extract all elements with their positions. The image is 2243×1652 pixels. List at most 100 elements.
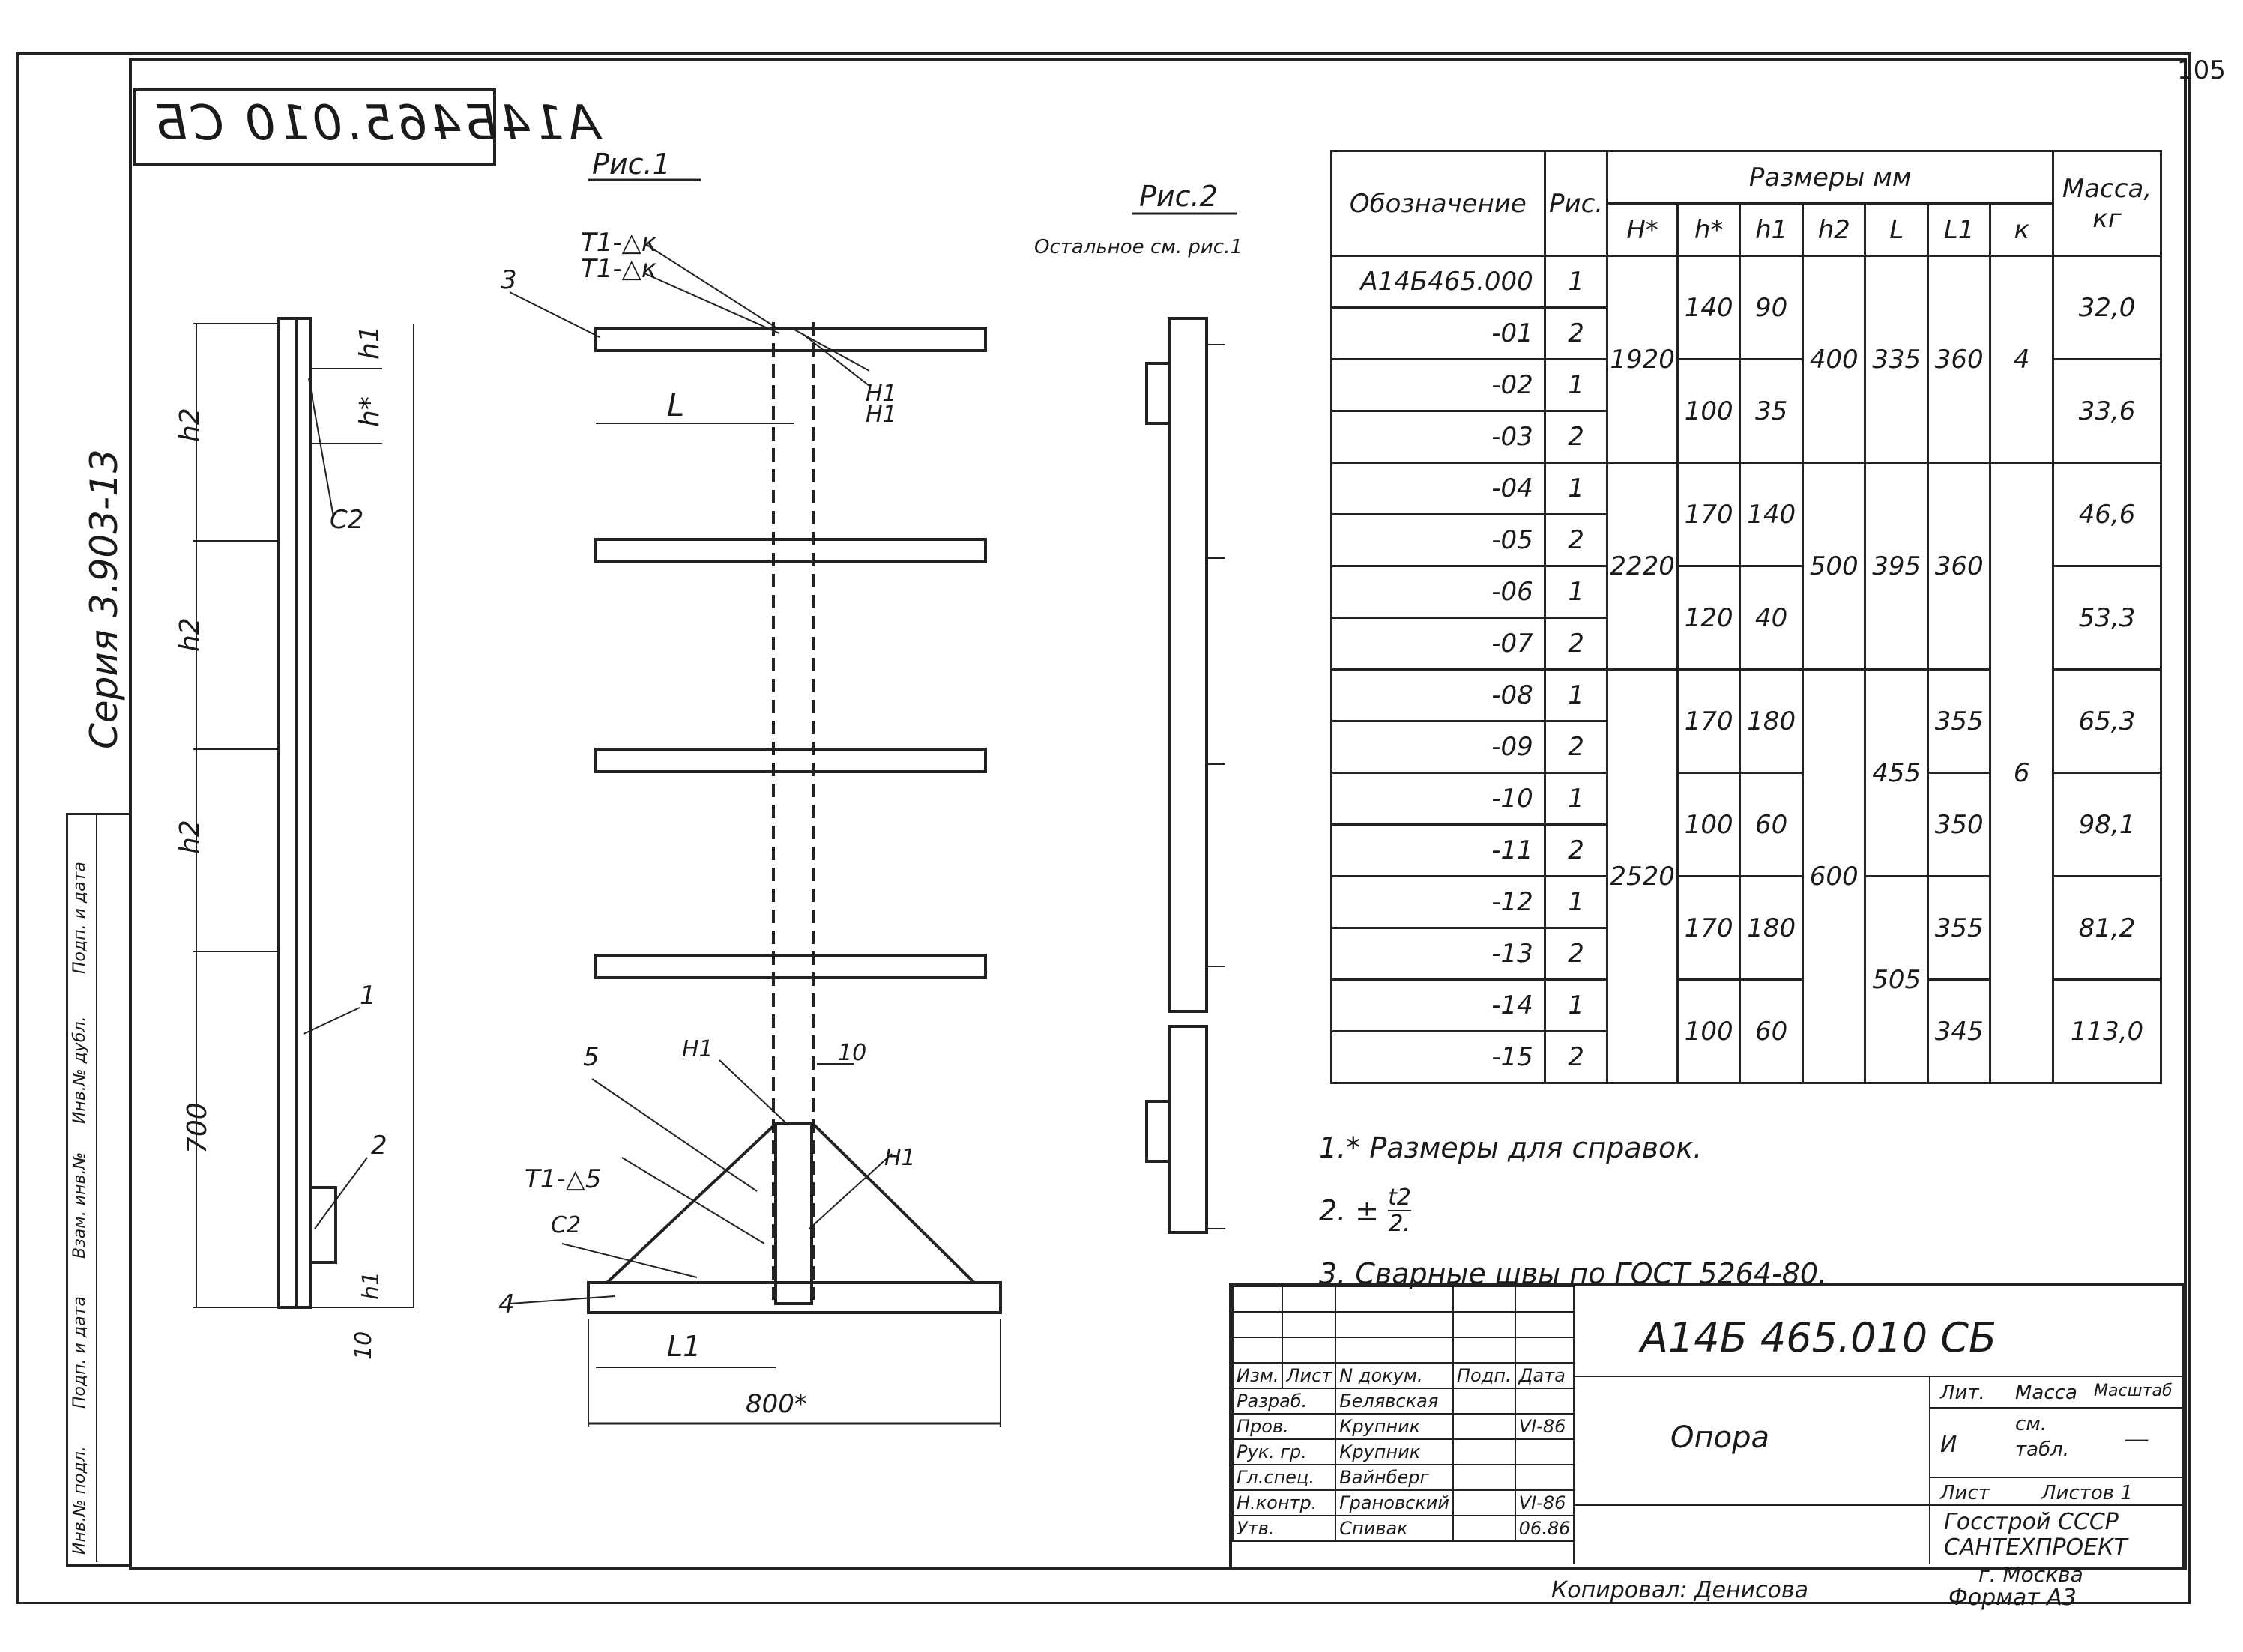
stamp-person: Спивак	[1335, 1515, 1454, 1542]
shelf	[594, 748, 987, 773]
cell-hstar: 120	[1676, 565, 1742, 671]
stamp-hdr: Подп.	[1452, 1362, 1516, 1389]
tb-lit-value: И	[1940, 1432, 1957, 1458]
stamp-hdr: Изм.	[1231, 1362, 1284, 1389]
stamp-person: Крупник	[1335, 1413, 1454, 1440]
cell-h1: 40	[1739, 565, 1804, 671]
tb-hline	[1929, 1477, 2182, 1478]
row-designation: -02	[1330, 358, 1546, 412]
row-fig: 1	[1543, 772, 1609, 826]
tb-sheets: Листов 1	[2041, 1482, 2133, 1504]
cell-h1: 180	[1739, 875, 1804, 981]
side-strip-div	[96, 813, 97, 1562]
cell-L1: 360	[1926, 255, 1992, 464]
cell-L1: 345	[1926, 978, 1992, 1084]
stamp-role: Рук. гр.	[1231, 1438, 1337, 1465]
row-fig: 2	[1543, 823, 1609, 877]
row-designation: -13	[1330, 927, 1546, 981]
fig1-weld3: Т1-△5	[525, 1164, 601, 1194]
tb-hline	[1573, 1376, 2182, 1377]
side-h1: h1	[354, 325, 385, 360]
note-2-den: 2.	[1389, 1211, 1410, 1237]
fig1-h1a: Н1	[866, 381, 897, 407]
row-fig: 1	[1543, 462, 1609, 515]
tb-divider	[1929, 1376, 1930, 1564]
fig2-note: Остальное см. рис.1	[1034, 236, 1243, 258]
side-pos1: 1	[360, 981, 376, 1011]
row-fig: 2	[1543, 513, 1609, 567]
row-fig: 1	[1543, 978, 1609, 1032]
stamp-person: Крупник	[1335, 1438, 1454, 1465]
row-fig: 1	[1543, 255, 1609, 309]
row-designation: -08	[1330, 668, 1546, 722]
sub-k: к	[1989, 202, 2054, 257]
note-2-num: t2	[1388, 1184, 1411, 1211]
spec-table: Обозначение Рис. Размеры мм Масса, кг H*…	[1330, 150, 2163, 1084]
fig2-caption: Рис.2	[1139, 180, 1218, 213]
fig1-pos5: 5	[583, 1042, 600, 1072]
side-strip	[66, 813, 132, 1567]
tb-mass-value: см. табл.	[2015, 1413, 2069, 1461]
cell-k: 6	[1989, 462, 2054, 1084]
shelf	[594, 538, 987, 563]
row-designation: -03	[1330, 410, 1546, 464]
row-fig: 2	[1543, 927, 1609, 981]
tb-name: Опора	[1670, 1420, 1770, 1455]
fig1-dim-L: L	[667, 387, 684, 423]
tb-hline	[1929, 1407, 2182, 1409]
cell-h1: 140	[1739, 462, 1804, 567]
tb-scale-label: Масштаб	[2094, 1382, 2173, 1400]
stamp-person: Вайнберг	[1335, 1464, 1454, 1491]
row-fig: 2	[1543, 720, 1609, 774]
fig1-dim10: 10	[838, 1040, 866, 1066]
cell-L: 505	[1864, 875, 1929, 1084]
tb-org3: г. Москва	[1978, 1562, 2083, 1587]
row-designation: А14Б465.000	[1330, 255, 1546, 309]
cell-hstar: 170	[1676, 875, 1742, 981]
side-h2b: h2	[175, 617, 205, 652]
col-fig: Рис.	[1543, 150, 1609, 257]
stamp-role: Утв.	[1231, 1515, 1337, 1542]
note-1: 1.* Размеры для справок.	[1319, 1131, 1703, 1164]
stamp-hdr: N докум.	[1335, 1362, 1454, 1389]
cell-L1: 355	[1926, 875, 1992, 981]
note-2-fraction: t2 2.	[1388, 1185, 1411, 1236]
note-2-pm: ±	[1355, 1194, 1380, 1227]
row-fig: 2	[1543, 410, 1609, 464]
tb-org1: Госстрой СССР	[1944, 1509, 2119, 1535]
cell-L: 455	[1864, 668, 1929, 877]
note-2-prefix: 2.	[1319, 1194, 1347, 1227]
cell-mass: 113,0	[2051, 978, 2163, 1084]
cell-mass: 32,0	[2051, 255, 2163, 360]
cell-mass: 33,6	[2051, 358, 2163, 464]
fig1-dim-l1: L1	[667, 1330, 701, 1363]
mirrored-code-box: А14Б465.010 СБ	[133, 88, 600, 166]
cell-L1: 350	[1926, 772, 1992, 877]
cell-H: 1920	[1606, 255, 1679, 464]
row-designation: -15	[1330, 1030, 1546, 1084]
cell-H: 2520	[1606, 668, 1679, 1084]
row-designation: -06	[1330, 565, 1546, 619]
cell-h1: 90	[1739, 255, 1804, 360]
cell-hstar: 170	[1676, 668, 1742, 774]
sub-hstar: h*	[1676, 202, 1742, 257]
row-designation: -04	[1330, 462, 1546, 515]
stamp-hdr: Дата	[1514, 1362, 1575, 1389]
row-designation: -11	[1330, 823, 1546, 877]
sub-L1: L1	[1926, 202, 1992, 257]
cell-h1: 60	[1739, 772, 1804, 877]
fig1-weld1: Т1-△к	[581, 228, 657, 258]
fig1-pos3: 3	[501, 265, 517, 295]
tb-hline	[1573, 1504, 2182, 1506]
row-designation: -12	[1330, 875, 1546, 929]
side-h1b: h1	[358, 1271, 384, 1300]
row-fig: 2	[1543, 306, 1609, 360]
cell-h1: 60	[1739, 978, 1804, 1084]
cell-L1: 355	[1926, 668, 1992, 774]
cell-H: 2220	[1606, 462, 1679, 671]
cell-mass: 98,1	[2051, 772, 2163, 877]
cell-h2: 400	[1801, 255, 1867, 464]
side-plate-2	[309, 1186, 337, 1264]
cell-mass: 81,2	[2051, 875, 2163, 981]
row-designation: -07	[1330, 617, 1546, 671]
